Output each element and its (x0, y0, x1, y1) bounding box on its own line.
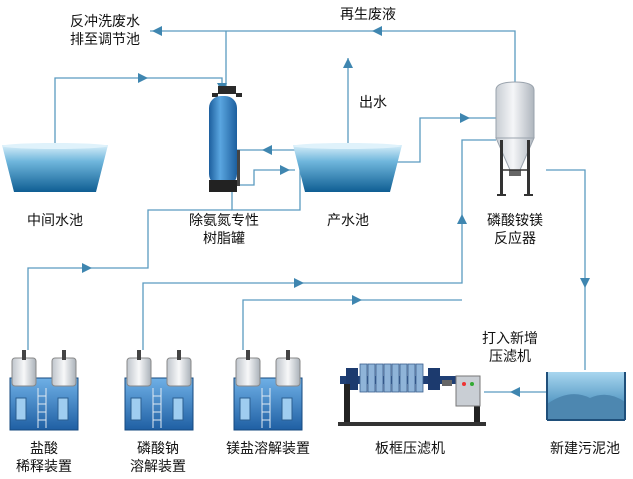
backwash-label-line2: 排至调节池 (70, 32, 140, 48)
mid-pool-label: 中间水池 (27, 213, 83, 229)
mid-pool (2, 143, 108, 192)
pipelines (27, 30, 586, 393)
flow-arrows (82, 26, 590, 397)
reactor (495, 81, 535, 196)
mgsalt-label: 镁盐溶解装置 (226, 441, 310, 457)
arrow-backwash-end (152, 26, 162, 36)
resin-tank (209, 86, 242, 192)
arrow-product-right (280, 165, 290, 175)
backwash-label-line1: 反冲洗废水 (70, 14, 140, 30)
naphos-label-line1: 磷酸钠 (137, 441, 179, 457)
new-press-label-line1: 打入新增 (482, 331, 538, 347)
sludge-pool-label: 新建污泥池 (550, 441, 620, 457)
arrow-product-left (262, 145, 272, 155)
reactor-to-sludge-line (546, 169, 586, 370)
sludge-pool (546, 372, 626, 421)
reactor-label-line2: 反应器 (494, 231, 536, 247)
naphos-dosing-unit (124, 350, 194, 431)
hcl-line (27, 209, 232, 350)
arrow-outlet-up (343, 58, 353, 68)
product-to-tank-line (237, 169, 295, 186)
naphos-label-line2: 溶解装置 (130, 459, 186, 475)
naphos-line (142, 139, 496, 350)
arrow-regen-left (372, 26, 382, 36)
arrow-naphos-right (294, 278, 304, 288)
naphos-label: 磷酸钠 溶解装置 (130, 440, 186, 476)
resin-tank-label-line2: 树脂罐 (203, 231, 245, 247)
hcl-label: 盐酸 稀释装置 (16, 440, 72, 476)
new-press-label: 打入新增 压滤机 (482, 330, 538, 366)
product-pool-label: 产水池 (327, 213, 369, 229)
backwash-label: 反冲洗废水 排至调节池 (70, 13, 140, 49)
arrow-mid-pool-right (138, 73, 148, 83)
arrow-sludge-down (580, 278, 590, 288)
hcl-label-line2: 稀释装置 (16, 459, 72, 475)
outlet-water-label: 出水 (359, 95, 387, 111)
product-pool (293, 143, 402, 192)
arrow-hcl-right (82, 263, 92, 273)
arrow-mgsalt-right (352, 295, 362, 305)
arrow-reactor-right (460, 113, 470, 123)
reactor-label-line1: 磷酸铵镁 (487, 213, 543, 229)
reactor-label: 磷酸铵镁 反应器 (487, 212, 543, 248)
regen-waste-label: 再生废液 (340, 7, 396, 23)
mid-pool-to-tank-line (54, 77, 223, 145)
regen-waste-line (150, 30, 516, 86)
hcl-dosing-unit (9, 350, 79, 431)
new-press-label-line2: 压滤机 (489, 349, 531, 365)
resin-tank-label: 除氨氮专性 树脂罐 (189, 212, 259, 248)
resin-tank-label-line1: 除氨氮专性 (189, 213, 259, 229)
mgsalt-line (242, 299, 462, 350)
filter-press (338, 363, 486, 426)
mgsalt-dosing-unit (233, 350, 303, 431)
filter-press-label: 板框压滤机 (375, 441, 445, 457)
arrow-naphos-up (457, 214, 467, 224)
hcl-label-line1: 盐酸 (30, 441, 58, 457)
arrow-press-left (510, 387, 520, 397)
